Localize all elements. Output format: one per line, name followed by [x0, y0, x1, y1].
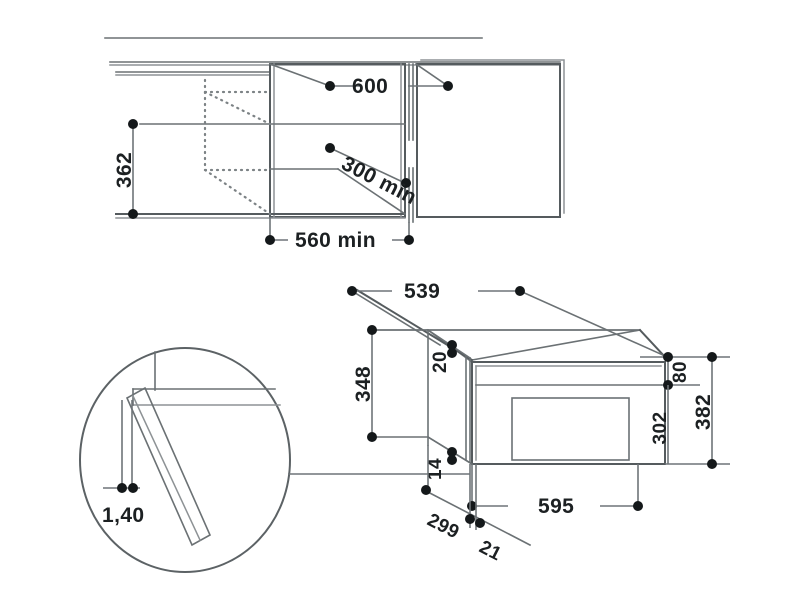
- hidden-outline-diag-lower: [203, 168, 272, 216]
- door-window: [511, 397, 630, 461]
- dim-label-80: 80: [670, 361, 691, 383]
- dim-600-dot-left: [325, 81, 335, 91]
- door-panel-outline: [416, 63, 561, 218]
- body-top-right-diag: [638, 328, 667, 359]
- dim-600-leader-right: [414, 62, 450, 88]
- detail-door-slab: [125, 386, 212, 547]
- dim-20-dot-b: [447, 348, 457, 358]
- dim-label-362: 362: [113, 152, 136, 188]
- dim-140-dot-b: [128, 483, 138, 493]
- hidden-outline-diag-upper: [203, 90, 272, 126]
- detail-circle-outline: [79, 347, 291, 573]
- dim-depth-diagonal: [422, 488, 532, 547]
- dim-label-539: 539: [404, 280, 440, 303]
- dim-label-348: 348: [352, 366, 375, 402]
- dim-14-dot-b: [447, 455, 457, 465]
- dim-14-dot-a: [447, 447, 457, 457]
- dim-80-dot-top: [663, 352, 673, 362]
- dim-label-560-min: 560 min: [295, 229, 376, 252]
- dim-539-diag-right: [518, 289, 667, 358]
- dim-label-382: 382: [692, 394, 715, 430]
- cabinet-recess-outline: [269, 63, 406, 218]
- dim-560-dot-left: [265, 235, 275, 245]
- dim-539-diag-left: [350, 289, 442, 347]
- dim-21-dot-front: [475, 518, 485, 528]
- dim-label-14: 14: [425, 458, 446, 480]
- dim-348-dot-top: [367, 325, 377, 335]
- door-panel-outline-offset: [420, 59, 565, 214]
- dim-label-302: 302: [650, 412, 671, 445]
- dim-382-dot-bottom: [707, 459, 717, 469]
- dim-595-dot-right: [633, 501, 643, 511]
- body-top-face: [425, 329, 641, 364]
- dim-label-595: 595: [538, 495, 574, 518]
- dim-299-dot-rear: [421, 485, 431, 495]
- dim-362-dot-top: [128, 119, 138, 129]
- dim-382-dot-top: [707, 352, 717, 362]
- dim-362-dot-bottom: [128, 209, 138, 219]
- clearance-300-leader-b: [336, 167, 407, 216]
- dim-300-dot-start: [325, 143, 335, 153]
- dim-600-leader-left: [268, 62, 332, 88]
- dim-label-20: 20: [430, 351, 451, 373]
- dim-label-140: 1,40: [102, 504, 144, 527]
- dim-539-dot-right: [515, 286, 525, 296]
- dim-20-dot-a: [447, 340, 457, 350]
- dim-label-21: 21: [476, 537, 505, 566]
- dim-299-dot-front: [465, 514, 475, 524]
- body-front-face: [471, 361, 666, 465]
- dim-300-dot-end: [401, 178, 411, 188]
- detail-door-slab-inner: [132, 395, 201, 541]
- dim-140-dot-a: [117, 483, 127, 493]
- detail-circle-group: 1,40: [79, 347, 470, 573]
- clearance-300-leader-a: [328, 146, 407, 185]
- top-view-group: 600 362 560 min 300 min: [104, 37, 565, 252]
- dim-560-dot-right: [404, 235, 414, 245]
- dim-600-dot-right: [443, 81, 453, 91]
- dim-label-600: 600: [352, 75, 388, 98]
- dim-348-dot-bottom: [367, 432, 377, 442]
- front-view-group: 539 348 20: [347, 280, 730, 565]
- dim-label-299: 299: [424, 510, 463, 544]
- dim-539-dot-left: [347, 286, 357, 296]
